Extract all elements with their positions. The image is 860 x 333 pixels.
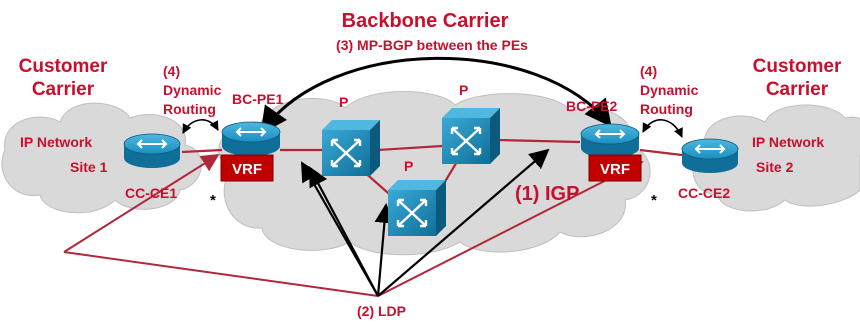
site-right-line1: IP Network (752, 134, 824, 150)
mpbgp-arc (260, 56, 612, 135)
customer-carrier-right-line1: Customer (753, 56, 842, 77)
dyn-routing-arrow-right (642, 119, 683, 138)
diagram-subtitle: (3) MP-BGP between the PEs (336, 37, 528, 53)
customer-carrier-left-line2: Carrier (32, 79, 95, 100)
customer-carrier-right-line2: Carrier (766, 79, 829, 100)
router-icon (123, 133, 181, 168)
site-right-line2: Site 2 (756, 159, 794, 175)
vrf-box-left: VRF (220, 154, 274, 182)
site-left-line2: Site 1 (70, 159, 108, 175)
router-label-bc-pe2: BC-PE2 (566, 98, 618, 114)
router-label-cc-ce2: CC-CE2 (678, 185, 730, 201)
p-router-icon (322, 120, 380, 176)
vrf-label-right: VRF (600, 161, 630, 178)
vrf-box-right: VRF (588, 154, 642, 182)
igp-label: (1) IGP (515, 183, 579, 205)
dyn-routing-left-line1: Dynamic (163, 82, 222, 98)
router-label-bc-pe1: BC-PE1 (232, 91, 284, 107)
vrf-label-left: VRF (232, 161, 262, 178)
dyn-routing-left-line2: Routing (163, 101, 216, 117)
diagram-title: Backbone Carrier (342, 10, 509, 32)
router-label-p2: P (459, 82, 468, 98)
router-icon (681, 138, 739, 173)
asterisk-right: * (651, 192, 657, 209)
dyn-routing-right-line2: Routing (640, 101, 693, 117)
dyn-routing-arrow-left (182, 119, 219, 134)
router-label-p3: P (404, 158, 413, 174)
ldp-arrows (63, 154, 644, 297)
site-left-line1: IP Network (20, 134, 92, 150)
router-label-p1: P (339, 94, 348, 110)
router-label-cc-ce1: CC-CE1 (125, 185, 177, 201)
customer-carrier-left-line1: Customer (19, 56, 108, 77)
cloud-customer-right (692, 104, 860, 212)
ldp-black-arrows (301, 148, 550, 297)
router-icon (221, 121, 281, 156)
router-icon (580, 123, 640, 158)
asterisk-left: * (210, 192, 216, 209)
dyn-routing-right-num: (4) (640, 63, 657, 79)
dyn-routing-right-line1: Dynamic (640, 82, 699, 98)
p-router-icon (388, 180, 446, 236)
dyn-routing-left-num: (4) (163, 63, 180, 79)
p-router-icon (442, 108, 500, 164)
ldp-label: (2) LDP (357, 303, 406, 319)
